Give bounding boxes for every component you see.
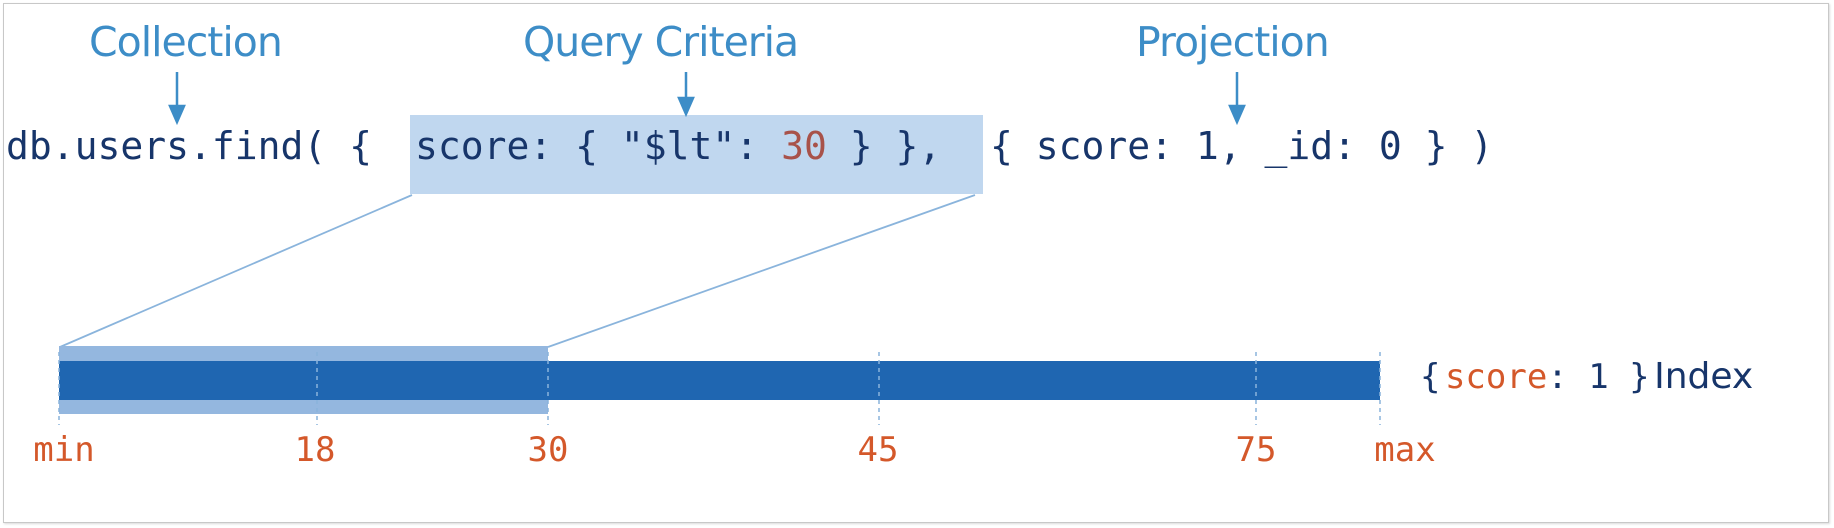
criteria-value: 30 [781,124,827,168]
query-projection: { score: 1, _id: 0 } ) [990,124,1494,168]
zoom-line-left [59,194,413,348]
criteria-field: score: { "$lt": [415,124,759,168]
criteria-arrowhead [677,96,695,118]
tick-label-min: min [33,430,95,470]
index-word: Index [1654,356,1754,397]
index-open-brace: { [1420,357,1441,397]
index-bar [59,361,1380,400]
collection-label: Collection [89,18,283,66]
tick-label-75: 75 [1235,430,1277,470]
query-criteria-label: Query Criteria [523,18,799,66]
query-criteria: score: { "$lt": 30 } }, [415,124,941,168]
collection-arrowhead [168,104,186,126]
criteria-suffix: } }, [849,124,942,168]
index-legend: { score: 1 } Index [1420,356,1753,397]
zoom-line-right [547,194,976,348]
diagram-frame [3,3,1829,523]
projection-arrowhead [1228,104,1246,126]
tick-label-max: max [1374,430,1436,470]
projection-label: Projection [1136,18,1330,66]
tick-label-18: 18 [294,430,336,470]
criteria-highlight [410,115,983,194]
index-field: score [1444,357,1548,397]
tick-label-45: 45 [857,430,899,470]
query-prefix: db.users.find( { [6,124,373,168]
tick-label-30: 30 [527,430,569,470]
index-spec-rest: : 1 } [1547,357,1650,397]
